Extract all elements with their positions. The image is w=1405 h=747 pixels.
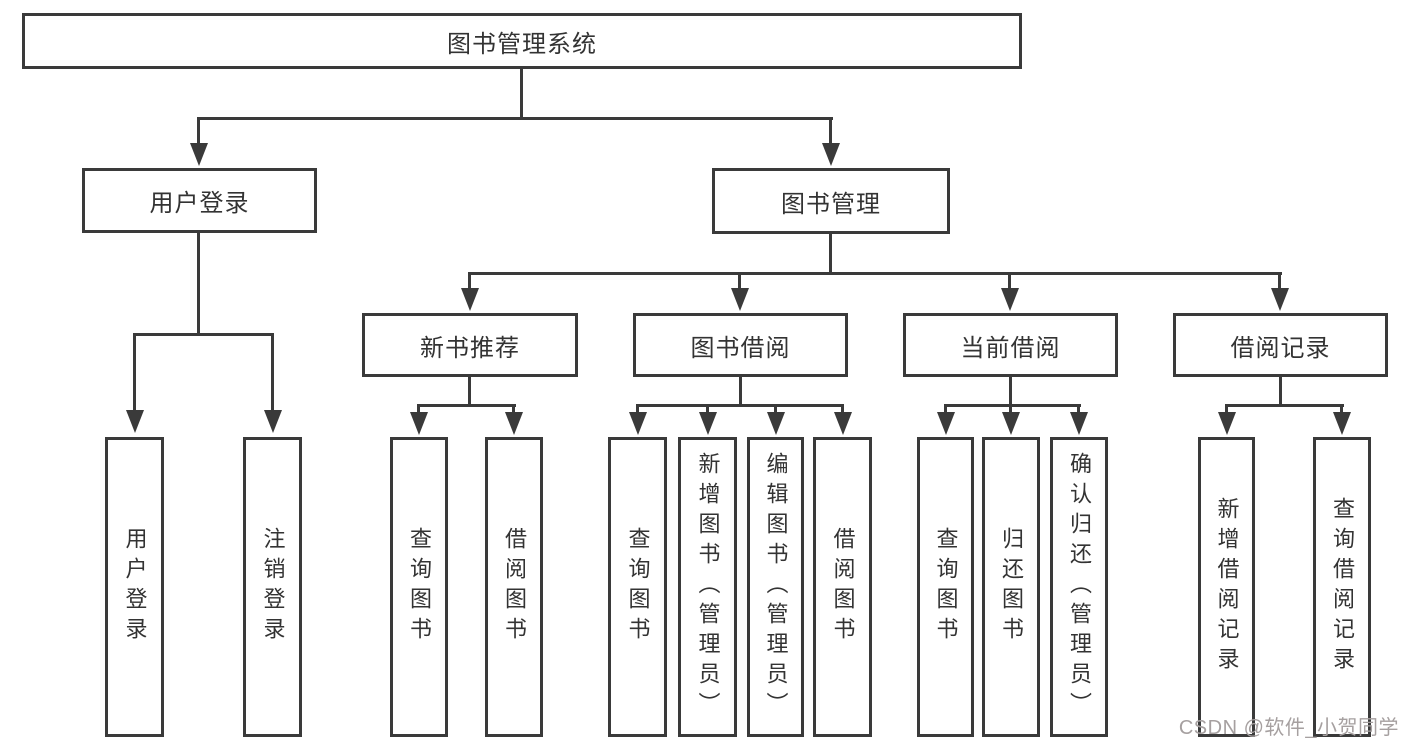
connector-line <box>133 333 274 336</box>
arrowhead-icon <box>767 412 785 435</box>
arrowhead-icon <box>410 412 428 435</box>
arrowhead-icon <box>126 410 144 433</box>
arrowhead-icon <box>834 412 852 435</box>
node-label: 新书推荐 <box>420 334 520 362</box>
connector-line <box>271 333 274 412</box>
connector-line <box>774 404 777 416</box>
leaf-logout: 注销登录 <box>243 437 302 737</box>
arrowhead-icon <box>699 412 717 435</box>
connector-line <box>197 117 200 147</box>
leaf-add-borrow-record: 新增借阅记录 <box>1198 437 1255 737</box>
connector-line <box>197 233 200 336</box>
leaf-label: 查询图书 <box>625 527 651 647</box>
connector-line <box>468 377 471 407</box>
node-label: 图书管理系统 <box>447 30 597 58</box>
leaf-query-books-borrow: 查询图书 <box>608 437 667 737</box>
arrowhead-icon <box>937 412 955 435</box>
connector-line <box>706 404 709 416</box>
connector-line <box>944 404 947 416</box>
node-user-login: 用户登录 <box>82 168 317 233</box>
leaf-user-login: 用户登录 <box>105 437 164 737</box>
arrowhead-icon <box>190 143 208 166</box>
arrowhead-icon <box>629 412 647 435</box>
node-label: 借阅记录 <box>1230 334 1331 362</box>
leaf-label: 编辑图书（管理员） <box>763 452 789 722</box>
arrowhead-icon <box>1002 412 1020 435</box>
leaf-label: 确认归还（管理员） <box>1067 452 1092 722</box>
leaf-label: 查询图书 <box>933 527 959 647</box>
leaf-label: 查询借阅记录 <box>1330 497 1355 677</box>
node-new-book-recommendation: 新书推荐 <box>362 313 578 377</box>
connector-line <box>636 404 844 407</box>
arrowhead-icon <box>731 288 749 311</box>
leaf-label: 归还图书 <box>999 527 1024 647</box>
arrowhead-icon <box>505 412 523 435</box>
connector-line <box>133 333 136 412</box>
arrowhead-icon <box>1001 288 1019 311</box>
node-label: 图书管理 <box>781 190 881 218</box>
arrowhead-icon <box>1333 412 1351 435</box>
connector-line <box>636 404 639 416</box>
connector-line <box>468 272 471 290</box>
arrowhead-icon <box>264 410 282 433</box>
leaf-edit-books-admin: 编辑图书（管理员） <box>747 437 804 737</box>
arrowhead-icon <box>1218 412 1236 435</box>
leaf-confirm-return-admin: 确认归还（管理员） <box>1050 437 1108 737</box>
node-borrowing-records: 借阅记录 <box>1173 313 1388 377</box>
connector-line <box>944 404 1081 407</box>
connector-line <box>1340 404 1343 416</box>
leaf-label: 新增借阅记录 <box>1214 497 1240 677</box>
connector-line <box>1009 377 1012 407</box>
leaf-label: 查询图书 <box>407 527 432 647</box>
leaf-label: 新增图书（管理员） <box>695 452 721 722</box>
connector-line <box>197 117 833 120</box>
leaf-return-books: 归还图书 <box>982 437 1040 737</box>
connector-line <box>829 117 832 147</box>
csdn-watermark: CSDN @软件_小贺同学 <box>1178 717 1399 739</box>
connector-line <box>739 377 742 407</box>
leaf-add-books-admin: 新增图书（管理员） <box>678 437 737 737</box>
connector-line <box>1279 377 1282 407</box>
connector-line <box>1225 404 1344 407</box>
connector-line <box>417 404 516 407</box>
connector-line <box>738 272 741 290</box>
leaf-label: 注销登录 <box>260 527 286 647</box>
connector-line <box>1225 404 1228 416</box>
connector-line <box>417 404 420 416</box>
node-book-borrowing: 图书借阅 <box>633 313 848 377</box>
arrowhead-icon <box>1070 412 1088 435</box>
connector-line <box>841 404 844 416</box>
leaf-borrow-books-recommend: 借阅图书 <box>485 437 543 737</box>
node-label: 当前借阅 <box>960 334 1061 362</box>
connector-line <box>512 404 515 416</box>
connector-line <box>520 69 523 117</box>
arrowhead-icon <box>461 288 479 311</box>
connector-line <box>1077 404 1080 416</box>
node-current-borrowing: 当前借阅 <box>903 313 1118 377</box>
leaf-label: 借阅图书 <box>502 527 527 647</box>
node-book-management: 图书管理 <box>712 168 950 234</box>
node-library-management-system: 图书管理系统 <box>22 13 1022 69</box>
connector-line <box>1009 404 1012 416</box>
connector-line <box>1008 272 1011 290</box>
leaf-query-borrow-record: 查询借阅记录 <box>1313 437 1371 737</box>
node-label: 图书借阅 <box>690 334 791 362</box>
connector-line <box>468 272 1282 275</box>
leaf-label: 用户登录 <box>122 527 148 647</box>
arrowhead-icon <box>1271 288 1289 311</box>
node-label: 用户登录 <box>149 190 250 217</box>
connector-line <box>829 234 832 275</box>
connector-line <box>1278 272 1281 290</box>
leaf-label: 借阅图书 <box>830 527 856 647</box>
leaf-query-books-recommend: 查询图书 <box>390 437 448 737</box>
leaf-query-books-current: 查询图书 <box>917 437 974 737</box>
arrowhead-icon <box>822 143 840 166</box>
leaf-borrow-books: 借阅图书 <box>813 437 872 737</box>
